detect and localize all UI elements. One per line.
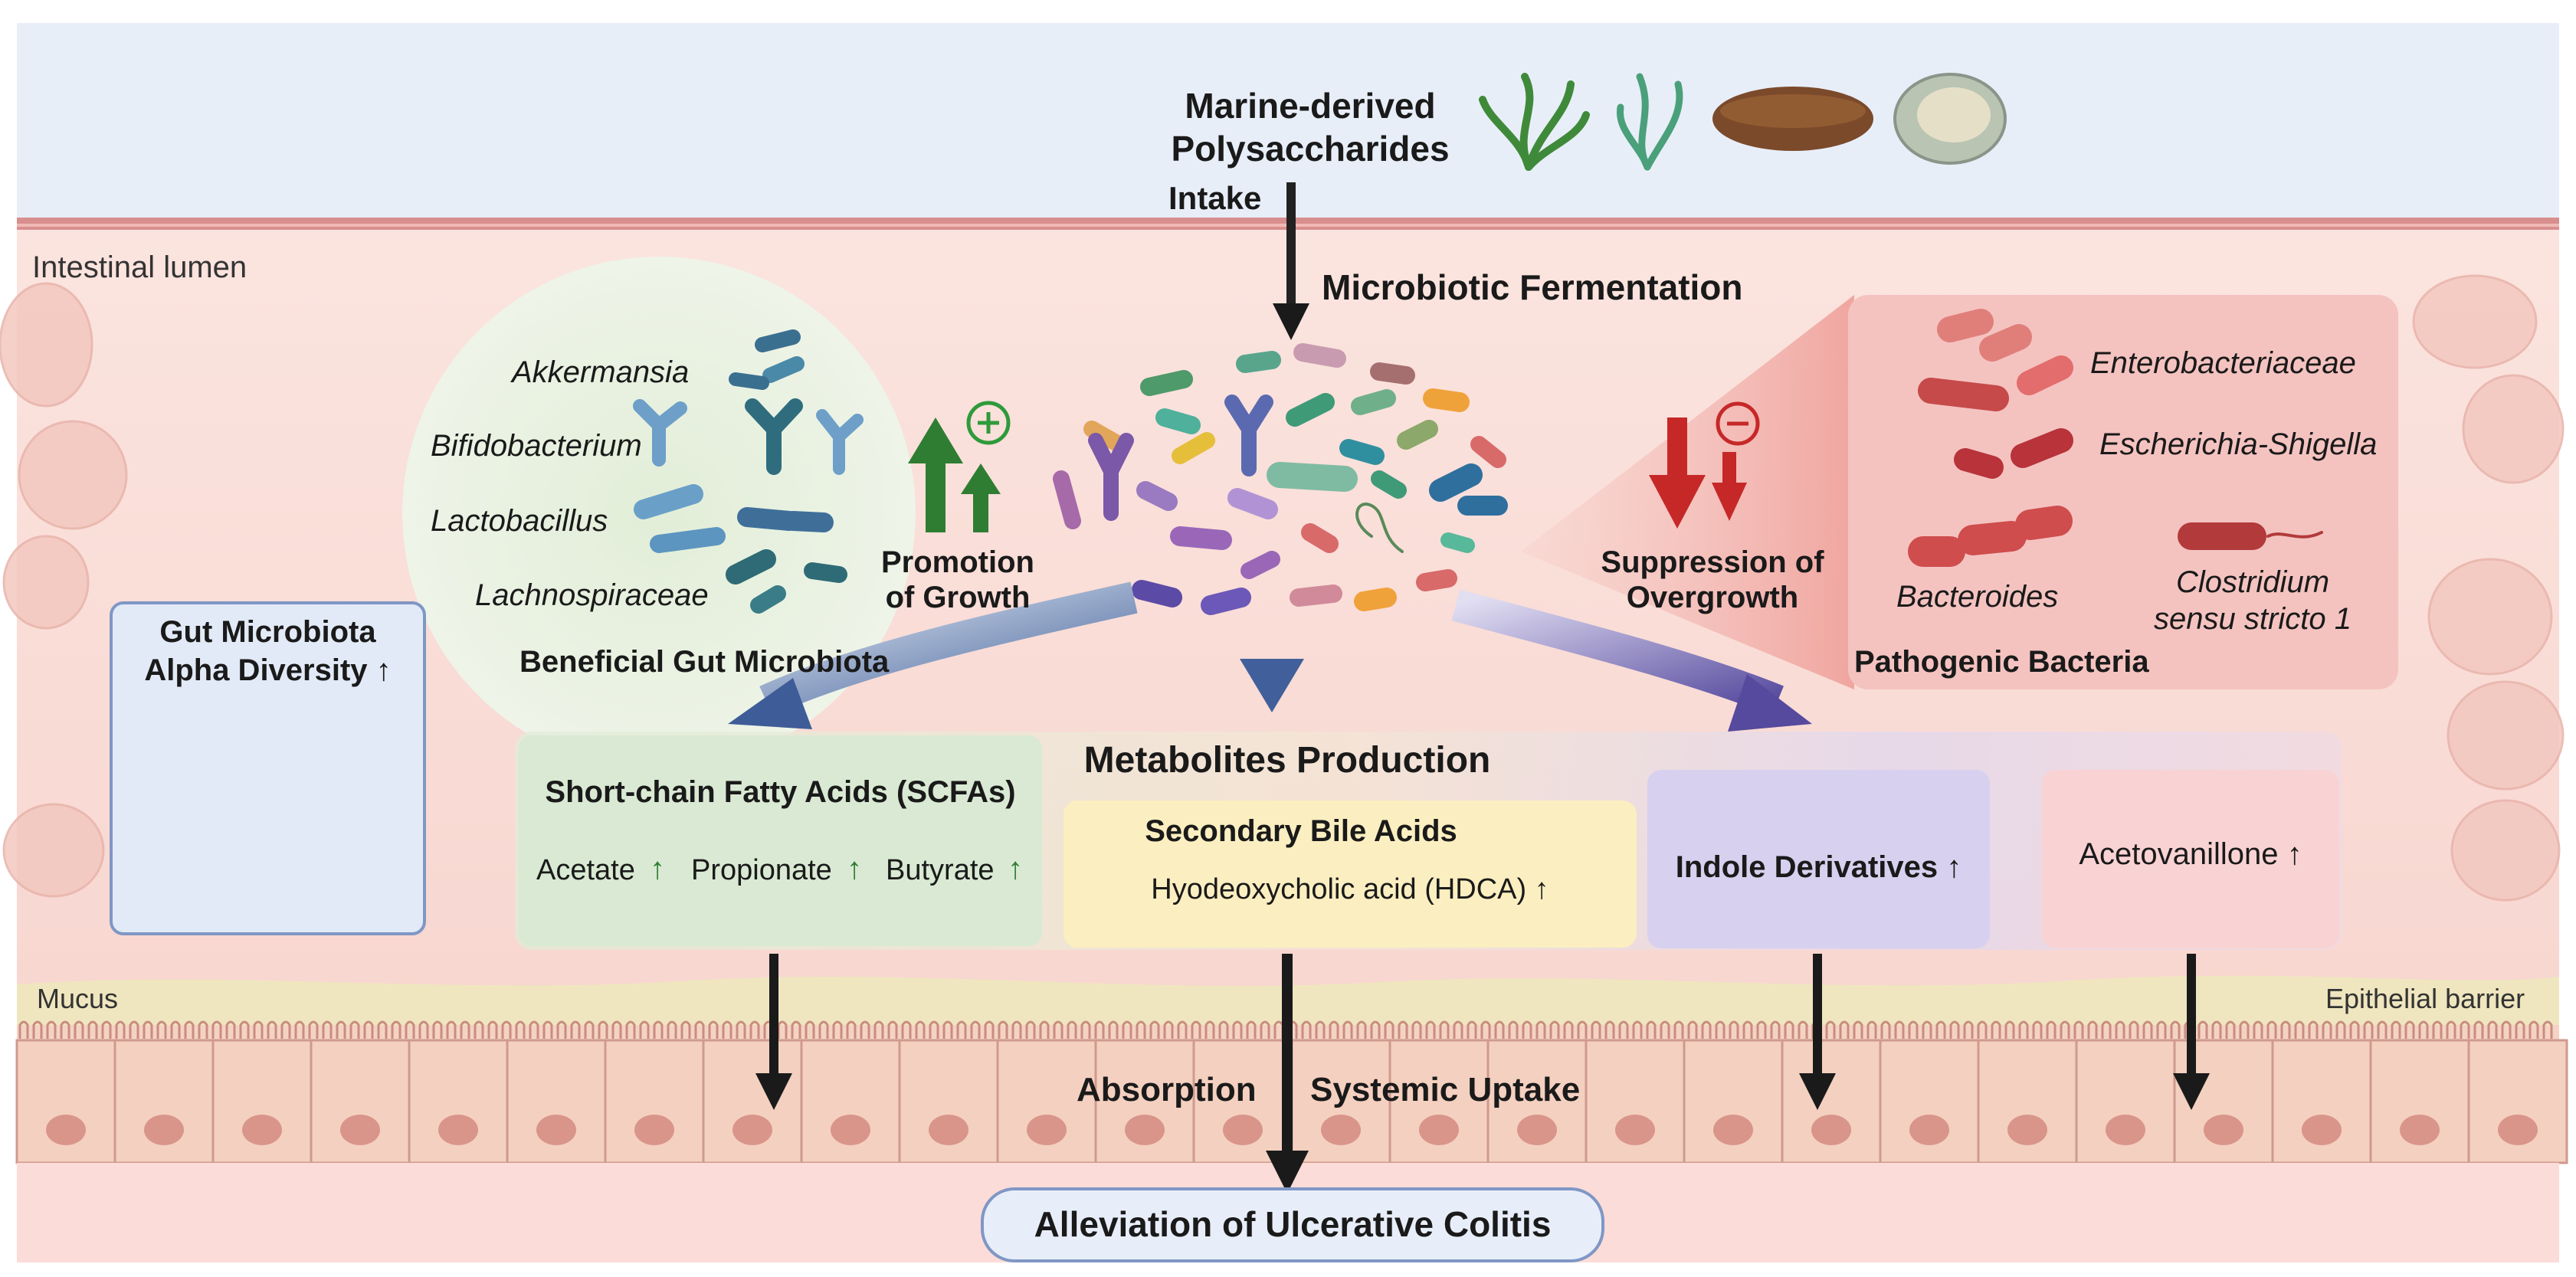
cell-nucleus [634,1115,674,1145]
arrow-to-indole [1451,589,1784,716]
epithelial-cells [15,1039,2568,1164]
intake-label: Intake [1168,180,1262,216]
pathogenic-title: Pathogenic Bacteria [1854,645,2149,679]
cell-nucleus [1909,1115,1949,1145]
systemic-uptake-label: Systemic Uptake [1310,1071,1581,1108]
lumen-label: Intestinal lumen [32,250,247,284]
arrow-to-scfa [759,581,1138,716]
growth-arrows [908,417,1001,532]
cell-nucleus [2007,1115,2047,1145]
cell-nucleus [831,1115,870,1145]
acetovanillone-panel [2042,770,2339,948]
taxon-akkermansia: Akkermansia [512,355,690,389]
cell-nucleus [46,1115,86,1145]
taxon-clostridium-suffix: sensu stricto 1 [2154,602,2352,636]
diversity-title-line2: Alpha Diversity ↑ [144,653,392,687]
pathogen-bacteria-icons [1908,309,2323,567]
cell-nucleus [1615,1115,1655,1145]
beneficial-bacteria-icons [633,329,864,614]
cell-nucleus [1419,1115,1459,1145]
cell-nucleus [144,1115,184,1145]
indole-title: Indole Derivatives ↑ [1675,850,1962,884]
scfa-panel [519,735,1042,946]
taxon-bacteroides: Bacteroides [1896,580,2059,614]
promotion-label-line2: of Growth [885,581,1031,614]
indole-panel [1647,770,1990,948]
taxon-enterobacteriaceae: Enterobacteriaceae [2090,346,2356,380]
background-cells [0,274,2565,902]
taxon-lachnospiraceae: Lachnospiraceae [475,578,709,612]
diversity-title-line1: Gut Microbiota [159,615,376,649]
cell-nucleus [732,1115,772,1145]
scfa-acetate: Acetate [536,854,635,886]
microbial-cluster [1053,343,1508,615]
abalone-icon [1893,73,2007,165]
scfa-butyrate: Butyrate [886,854,995,886]
cell-nucleus [1713,1115,1753,1145]
plus-sign-icon [966,401,1011,445]
cell-nucleus [1517,1115,1557,1145]
cell-nucleus [1321,1115,1361,1145]
scfa-propionate: Propionate [691,854,832,886]
scfa-title: Short-chain Fatty Acids (SCFAs) [545,775,1016,809]
mucus-label: Mucus [37,983,119,1014]
cell-nucleus [536,1115,576,1145]
cell-nucleus [1223,1115,1263,1145]
cell-nucleus [929,1115,968,1145]
cell-nucleus [1027,1115,1067,1145]
bile-acids-title: Secondary Bile Acids [1145,814,1457,848]
diversity-panel [110,601,426,935]
taxon-clostridium: Clostridium [2175,565,2330,599]
cell-nucleus [2204,1115,2243,1145]
cell-nucleus [2106,1115,2145,1145]
fermentation-label: Microbiotic Fermentation [1322,267,1743,307]
scfa-butyrate-up-icon: ↑ [1008,852,1023,886]
taxon-bifidobacterium: Bifidobacterium [431,429,642,463]
absorption-label: Absorption [1077,1071,1257,1108]
cell-nucleus [438,1115,478,1145]
scfa-propionate-up-icon: ↑ [847,852,862,886]
epithelial-barrier-label: Epithelial barrier [2325,983,2525,1014]
minus-sign-icon [1716,401,1760,446]
taxon-lactobacillus: Lactobacillus [431,504,608,538]
scfa-acetate-up-icon: ↑ [650,852,665,886]
acetovanillone-title: Acetovanillone ↑ [2079,837,2302,871]
source-title: Marine-derived Polysaccharides [1171,86,1450,169]
cell-nucleus [1125,1115,1165,1145]
cell-nucleus [2498,1115,2538,1145]
taxon-escherichia-shigella: Escherichia-Shigella [2099,427,2378,461]
suppression-label-line2: Overgrowth [1626,581,1799,614]
metabolites-title: Metabolites Production [1083,740,1491,781]
promotion-label-line1: Promotion [881,545,1034,579]
outcome-label: Alleviation of Ulcerative Colitis [1034,1204,1552,1244]
sea-cucumber-icon [1712,87,1873,151]
cell-nucleus [2400,1115,2440,1145]
microvilli [18,1020,2553,1039]
suppression-arrows [1649,417,1747,529]
cell-nucleus [340,1115,380,1145]
beneficial-title: Beneficial Gut Microbiota [519,645,890,679]
hdca-label: Hyodeoxycholic acid (HDCA) ↑ [1151,873,1549,905]
suppression-label-line1: Suppression of [1601,545,1824,579]
bile-acids-panel [1064,801,1637,948]
seaweed-icon [1479,73,1590,171]
outcome-panel [981,1187,1604,1262]
green-algae-icon [1617,73,1683,171]
cell-nucleus [2302,1115,2342,1145]
cell-nucleus [242,1115,282,1145]
cell-nucleus [1811,1115,1851,1145]
